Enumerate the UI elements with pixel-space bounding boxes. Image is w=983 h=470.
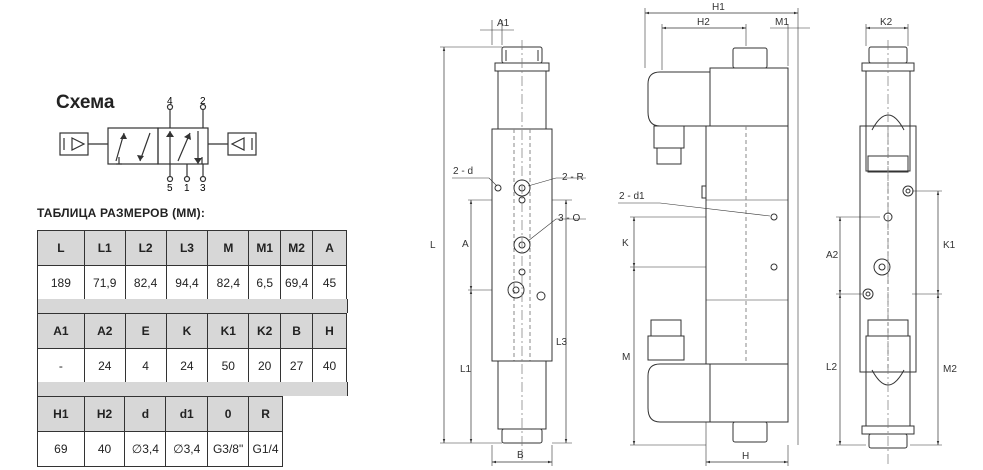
port-5-label: 5 [167, 183, 173, 194]
table-header-cell: H2 [83, 396, 126, 432]
dim-label-m2: M2 [943, 364, 957, 375]
valve-symbol: 4 2 5 1 3 [59, 96, 257, 194]
dim-label-h2: H2 [697, 17, 710, 28]
callout-3o: 3 - O [558, 213, 580, 224]
callout-2r: 2 - R [562, 172, 584, 183]
dim-label-h1: H1 [712, 2, 725, 13]
table-cell: 69,4 [280, 265, 314, 301]
table-header-cell: K1 [207, 313, 250, 349]
dim-label-l2: L2 [826, 362, 838, 373]
table-header-cell: E [124, 313, 167, 349]
table-cell: ∅3,4 [124, 431, 167, 467]
table-cell: 40 [312, 348, 347, 384]
table-value-row: 189 71,9 82,4 94,4 82,4 6,5 69,4 45 [37, 265, 347, 301]
callout-2d1: 2 - d1 [619, 191, 645, 202]
table-header-row: A1 A2 E K K1 K2 B H [37, 313, 347, 349]
dim-label-m: M [622, 352, 630, 363]
port-2-label: 2 [200, 96, 206, 107]
table-cell: 82,4 [124, 265, 167, 301]
table-cell: G3/8" [207, 431, 250, 467]
table-cell: G1/4 [248, 431, 283, 467]
dimension-table-3: H1 H2 d d1 0 R 69 40 ∅3,4 ∅3,4 G3/8" G1/… [37, 396, 283, 467]
table-header-row: L L1 L2 L3 M M1 M2 A [37, 230, 347, 266]
port-3-label: 3 [200, 183, 206, 194]
table-header-cell: L1 [83, 230, 126, 266]
dim-label-a1: A1 [497, 18, 510, 29]
dim-label-h: H [742, 451, 749, 462]
table-cell: 40 [83, 431, 126, 467]
table-header-cell: K [165, 313, 209, 349]
table-title: ТАБЛИЦА РАЗМЕРОВ (ММ): [37, 206, 206, 220]
table-cell: 6,5 [248, 265, 282, 301]
dimension-table-1: L L1 L2 L3 M M1 M2 A 189 71,9 82,4 94,4 … [37, 230, 347, 301]
table-header-cell: B [280, 313, 314, 349]
table-header-cell: d [124, 396, 167, 432]
table-header-cell: M2 [280, 230, 314, 266]
dim-label-b: B [517, 450, 524, 461]
table-header-cell: M [207, 230, 250, 266]
schema-title: Схема [56, 92, 115, 113]
table-cell: 69 [37, 431, 85, 467]
table-header-cell: d1 [165, 396, 209, 432]
table-separator [37, 382, 348, 396]
table-header-cell: A2 [83, 313, 126, 349]
dim-label-a: A [462, 239, 469, 250]
dim-label-k: K [622, 238, 629, 249]
table-cell: ∅3,4 [165, 431, 209, 467]
table-cell: 94,4 [165, 265, 209, 301]
table-cell: 4 [124, 348, 167, 384]
table-cell: - [37, 348, 85, 384]
callout-2d: 2 - d [453, 166, 473, 177]
table-header-cell: L2 [124, 230, 167, 266]
table-header-cell: A [312, 230, 347, 266]
dim-label-k1: K1 [943, 240, 956, 251]
table-value-row: 69 40 ∅3,4 ∅3,4 G3/8" G1/4 [37, 431, 283, 467]
side-view [618, 8, 810, 466]
dim-label-l3: L3 [556, 337, 568, 348]
table-separator [37, 299, 348, 313]
table-cell: 45 [312, 265, 347, 301]
front-view [440, 20, 586, 466]
table-header-cell: H [312, 313, 347, 349]
port-4-label: 4 [167, 96, 173, 107]
dimension-table-2: A1 A2 E K K1 K2 B H - 24 4 24 50 20 27 4… [37, 313, 347, 384]
table-value-row: - 24 4 24 50 20 27 40 [37, 348, 347, 384]
dim-label-k2: K2 [880, 17, 893, 28]
rear-view [836, 24, 942, 466]
table-cell: 24 [83, 348, 126, 384]
dim-label-l: L [430, 240, 436, 251]
port-1-label: 1 [184, 183, 190, 194]
dim-label-m1: M1 [775, 17, 789, 28]
table-header-cell: R [248, 396, 283, 432]
table-header-cell: M1 [248, 230, 282, 266]
dim-label-l1: L1 [460, 364, 472, 375]
table-header-row: H1 H2 d d1 0 R [37, 396, 283, 432]
dim-label-a2: A2 [826, 250, 839, 261]
